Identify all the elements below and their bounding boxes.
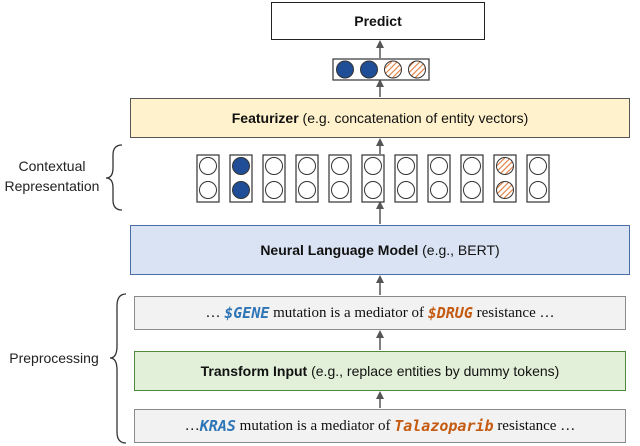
token-unit [529,157,547,175]
preprocessed-suffix: resistance … [472,304,555,321]
drug-dummy-token: $DRUG [427,304,473,322]
token-vector [427,154,451,203]
token-unit [298,181,316,199]
language-model-box: Neural Language Model (e.g., BERT) [130,225,630,275]
token-vectors [196,154,550,203]
token-unit [364,181,382,199]
token-unit [463,181,481,199]
featurizer-detail: (e.g. concatenation of entity vectors) [298,110,529,126]
token-unit [430,181,448,199]
contextual-label-line1: Contextual [18,158,86,174]
token-unit [397,181,415,199]
token-unit [529,181,547,199]
raw-suffix: resistance … [493,417,576,434]
token-unit [199,181,217,199]
token-unit-hatched [496,157,514,175]
vector-unit-hatched [408,60,426,79]
token-vector [262,154,286,203]
preprocessed-middle: mutation is a mediator of [269,304,428,321]
token-unit-filled [232,181,250,199]
token-unit [331,157,349,175]
token-vector [460,154,484,203]
raw-sentence-box: …KRAS mutation is a mediator of Talazopa… [134,409,626,443]
preprocessed-sentence-box: … $GENE mutation is a mediator of $DRUG … [134,296,626,330]
featurizer-name: Featurizer [231,110,299,126]
token-unit [199,157,217,175]
token-vector [229,154,253,203]
token-vector [328,154,352,203]
token-unit-hatched [496,181,514,199]
contextual-label-line2: Representation [4,178,100,194]
token-vector [394,154,418,203]
predict-label: Predict [354,13,402,29]
token-vector [196,154,220,203]
preprocessed-prefix: … [205,304,225,321]
token-unit [265,181,283,199]
drug-entity: Talazoparib [394,417,494,435]
predict-box: Predict [271,2,485,40]
token-unit [298,157,316,175]
gene-entity: KRAS [199,417,236,435]
featurizer-box: Featurizer (e.g. concatenation of entity… [130,98,630,138]
vector-unit-filled [360,60,378,79]
featurized-vector [332,58,430,81]
transform-detail: (e.g., replace entities by dummy tokens) [307,363,560,379]
token-vector [493,154,517,203]
token-unit [463,157,481,175]
token-unit [331,181,349,199]
language-model-detail: (e.g., BERT) [418,242,500,258]
token-vector [295,154,319,203]
vector-unit-filled [336,60,354,79]
token-vector [526,154,550,203]
transform-input-box: Transform Input (e.g., replace entities … [134,351,626,391]
contextual-bracket [105,144,123,211]
token-unit-filled [232,157,250,175]
contextual-representation-label: Contextual Representation [0,156,104,196]
token-unit [265,157,283,175]
token-vector [361,154,385,203]
token-unit [397,157,415,175]
language-model-name: Neural Language Model [260,242,419,258]
raw-middle: mutation is a mediator of [235,417,395,434]
transform-name: Transform Input [200,363,308,379]
gene-dummy-token: $GENE [224,304,270,322]
preprocessing-bracket [109,293,127,444]
preprocessing-label: Preprocessing [9,350,99,366]
raw-prefix: … [184,417,200,434]
vector-unit-hatched [384,60,402,79]
token-unit [430,157,448,175]
token-unit [364,157,382,175]
